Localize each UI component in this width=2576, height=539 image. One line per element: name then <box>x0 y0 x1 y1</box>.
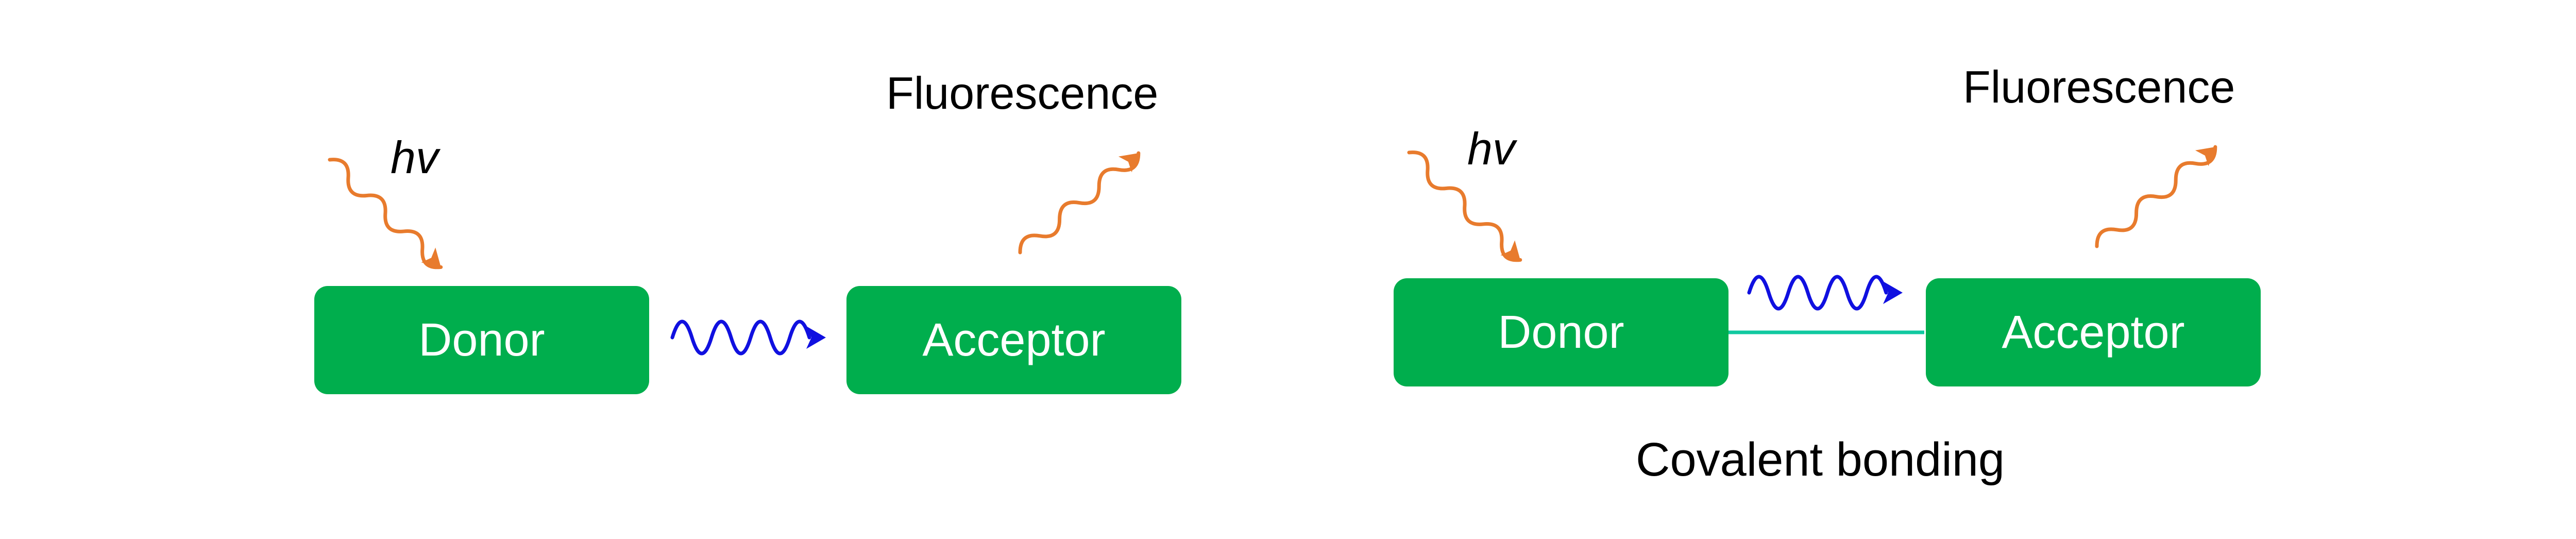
acceptor-label: Acceptor <box>2002 306 2185 358</box>
donor-label: Donor <box>418 314 545 366</box>
emission-wave-icon <box>2095 145 2217 248</box>
panel-noncovalent-arrows <box>328 151 1141 356</box>
acceptor-box: Acceptor <box>1926 278 2261 386</box>
energy-transfer-wave-icon <box>670 319 826 356</box>
emission-wave-icon <box>1018 151 1141 255</box>
energy-transfer-wave-icon <box>1747 275 1903 311</box>
donor-box: Donor <box>1394 278 1728 386</box>
donor-box: Donor <box>314 286 649 394</box>
acceptor-box: Acceptor <box>846 286 1181 394</box>
acceptor-label: Acceptor <box>922 314 1106 366</box>
emission-label: Fluorescence <box>886 68 1159 119</box>
panel-covalent: hv Fluorescence Donor Acceptor Covalent … <box>1079 0 2367 539</box>
panel-covalent-arrows <box>1407 145 2217 334</box>
excitation-wave-icon <box>1407 150 1522 262</box>
excitation-label: hv <box>1467 123 1515 174</box>
excitation-wave-icon <box>328 158 443 270</box>
donor-label: Donor <box>1498 306 1624 358</box>
emission-label: Fluorescence <box>1963 61 2235 112</box>
covalent-bonding-label: Covalent bonding <box>1636 433 2005 486</box>
excitation-label: hv <box>391 132 438 183</box>
panel-noncovalent: hv Fluorescence Donor Acceptor <box>314 68 1181 394</box>
